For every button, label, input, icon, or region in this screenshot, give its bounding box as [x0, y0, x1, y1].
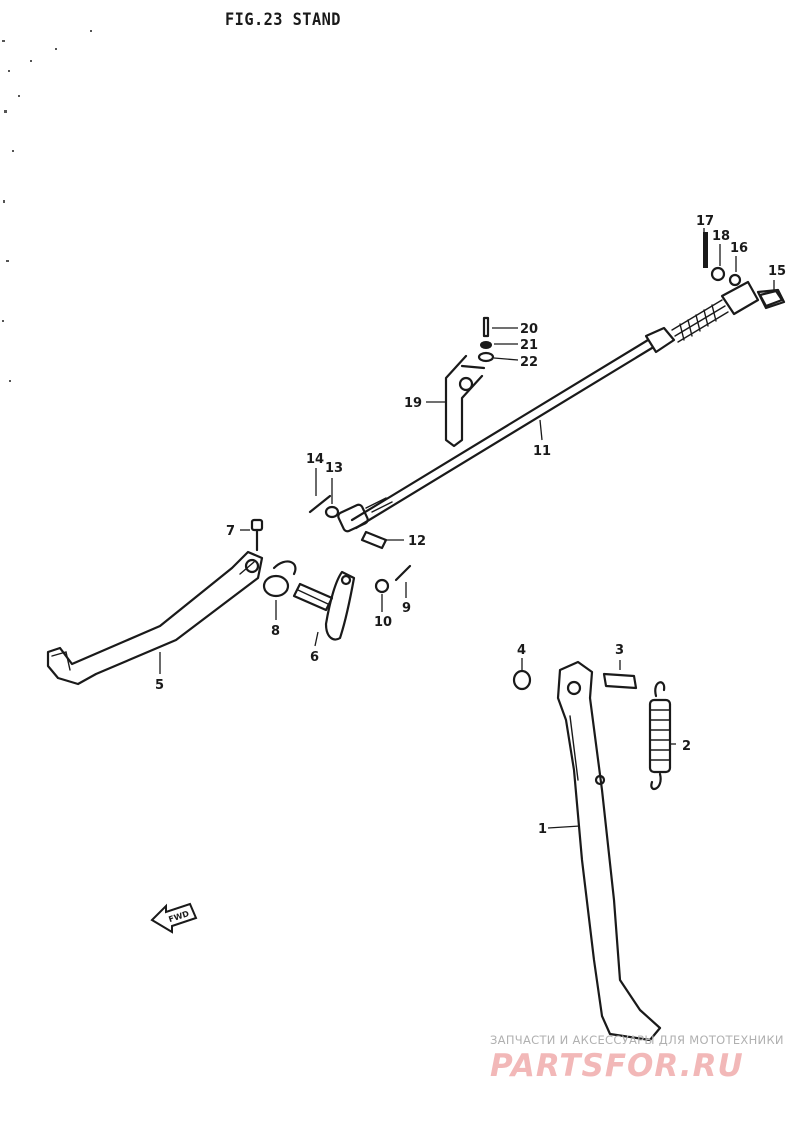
- callout-17: 18: [712, 229, 730, 244]
- callout-9: 9: [402, 601, 411, 616]
- part-5-lever: [46, 550, 264, 686]
- top-right-hardware: [703, 232, 784, 308]
- part-2-spring: [648, 681, 672, 791]
- callout-13: 13: [325, 461, 343, 476]
- callout-6: 6: [310, 650, 319, 665]
- callout-20: 20: [520, 322, 538, 337]
- parts-13-14: [308, 494, 340, 519]
- part-6-shaft: [292, 570, 356, 641]
- part-7-bolt: [250, 518, 264, 552]
- callout-15: 15: [768, 264, 786, 279]
- callout-21: 21: [520, 338, 538, 353]
- callout-8: 8: [271, 624, 280, 639]
- part-8-circlip: [262, 560, 297, 598]
- scan-noise: [2, 30, 92, 382]
- callout-10: 10: [374, 615, 392, 630]
- part-3-bolt: [602, 672, 638, 690]
- parts-9-10: [374, 564, 412, 594]
- fwd-arrow-icon: FWD: [150, 902, 198, 934]
- callout-labels: 1 2 3 4 5 6 7 8 9 10 11 12 13 14 15 16 1…: [155, 214, 786, 837]
- callout-14: 14: [306, 452, 324, 467]
- callout-7: 7: [226, 524, 235, 539]
- part-19-bracket: [444, 316, 495, 448]
- callout-2: 2: [682, 739, 691, 754]
- callout-3: 3: [615, 643, 624, 658]
- callout-5: 5: [155, 678, 164, 693]
- part-4-nut: [512, 669, 532, 691]
- callout-19: 19: [404, 396, 422, 411]
- part-1-stand: [556, 660, 662, 1042]
- callout-1: 1: [538, 822, 547, 837]
- figure-title: FIG.23 STAND: [225, 10, 341, 30]
- callout-18: 17: [696, 214, 714, 229]
- callout-12: 12: [408, 534, 426, 549]
- leader-lines: [159, 228, 775, 829]
- callout-11: 11: [533, 444, 551, 459]
- watermark-brand: PARTSFOR.RU: [490, 1048, 744, 1084]
- part-12-pin: [360, 530, 388, 550]
- callout-4: 4: [517, 643, 526, 658]
- callout-22: 22: [520, 355, 538, 370]
- callout-16: 16: [730, 241, 748, 256]
- watermark-tagline: ЗАПЧАСТИ И АКСЕССУАРЫ ДЛЯ МОТОТЕХНИКИ: [490, 1033, 784, 1047]
